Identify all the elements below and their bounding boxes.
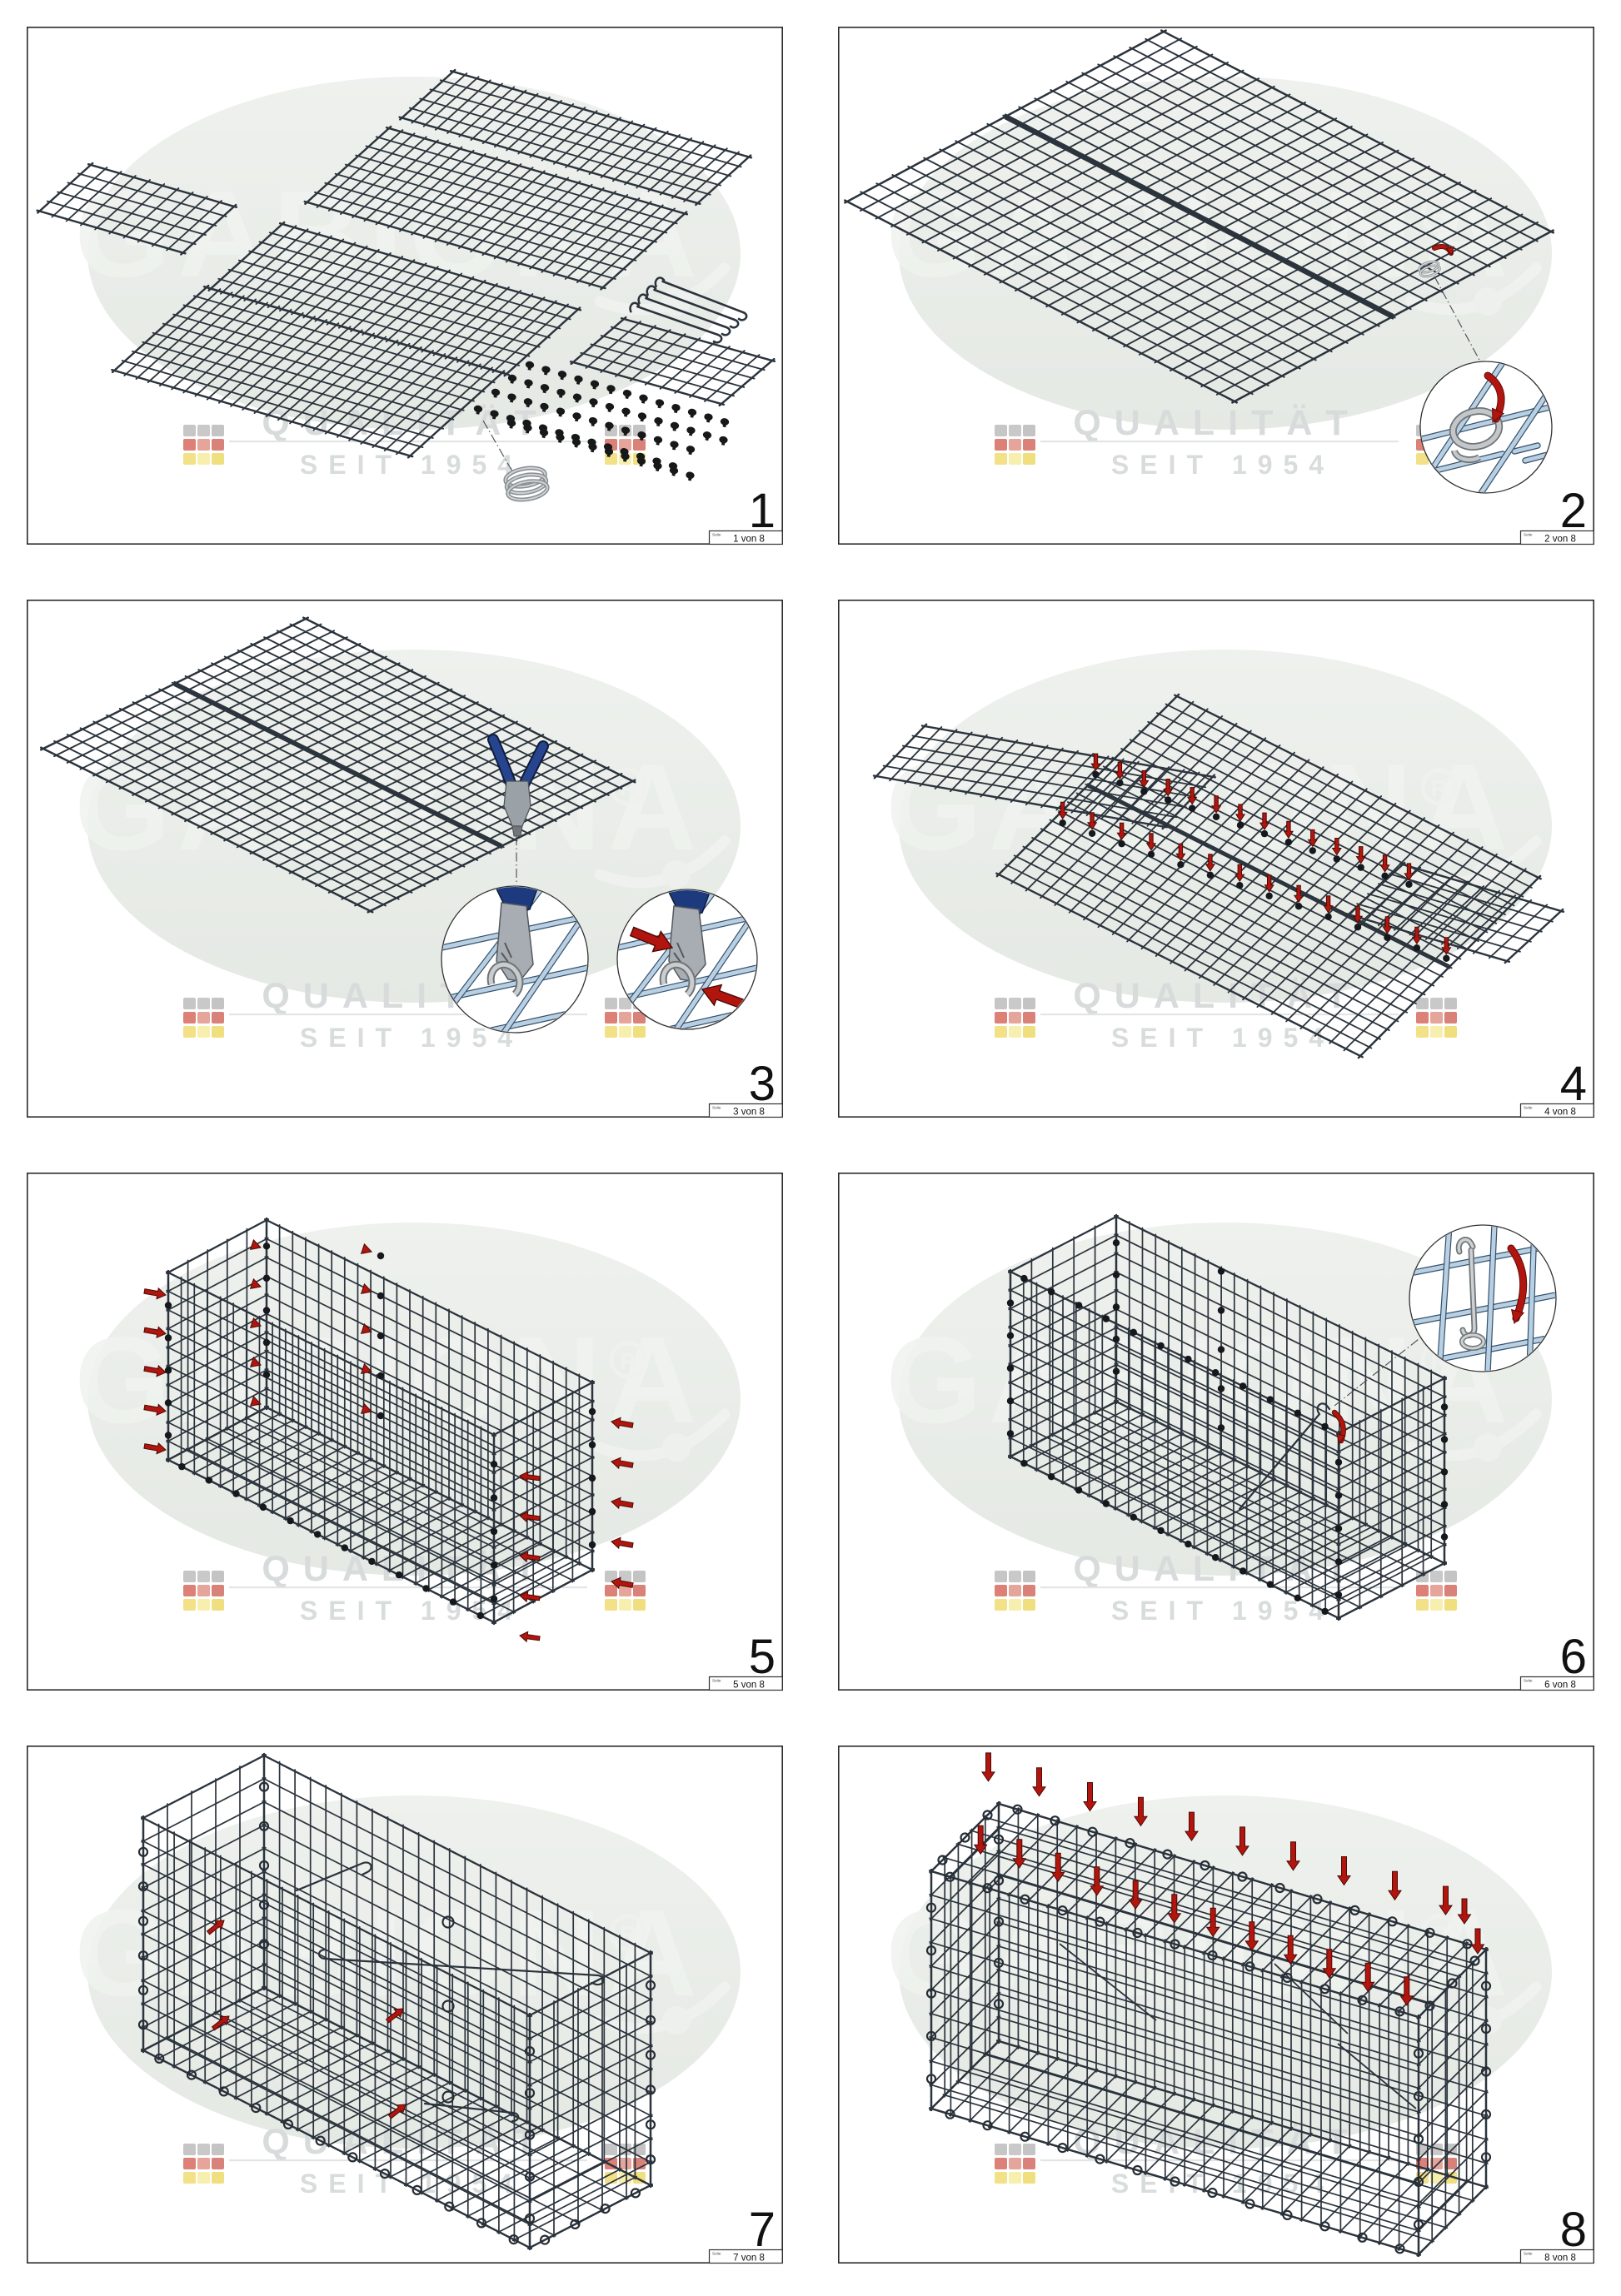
svg-text:3: 3 (749, 1057, 776, 1111)
svg-text:5: 5 (749, 1630, 776, 1684)
svg-text:Seite: Seite (1524, 533, 1533, 537)
svg-text:6: 6 (1560, 1630, 1587, 1684)
svg-text:SEIT 1954: SEIT 1954 (300, 1023, 523, 1053)
svg-text:SEIT 1954: SEIT 1954 (1111, 1023, 1334, 1053)
svg-text:2 von 8: 2 von 8 (1544, 534, 1576, 544)
svg-text:4: 4 (1560, 1057, 1587, 1111)
svg-text:1: 1 (749, 484, 776, 538)
svg-text:QUALITÄT: QUALITÄT (1073, 976, 1360, 1016)
svg-text:6 von 8: 6 von 8 (1544, 1680, 1576, 1690)
svg-text:8 von 8: 8 von 8 (1544, 2253, 1576, 2263)
svg-text:QUALITÄT: QUALITÄT (1073, 403, 1360, 443)
svg-text:R: R (620, 202, 636, 228)
svg-text:5 von 8: 5 von 8 (733, 1680, 765, 1690)
svg-text:7: 7 (749, 2203, 776, 2257)
svg-text:Seite: Seite (1524, 2252, 1533, 2256)
svg-text:Seite: Seite (1524, 1106, 1533, 1110)
svg-text:4 von 8: 4 von 8 (1544, 1107, 1576, 1117)
svg-text:Seite: Seite (712, 2252, 721, 2256)
svg-text:Seite: Seite (712, 533, 721, 537)
svg-text:R: R (620, 1348, 636, 1374)
svg-text:SEIT 1954: SEIT 1954 (300, 1596, 523, 1626)
svg-text:R: R (620, 1921, 636, 1947)
svg-text:R: R (1431, 775, 1448, 801)
svg-text:7 von 8: 7 von 8 (733, 2253, 765, 2263)
svg-text:8: 8 (1560, 2203, 1587, 2257)
svg-text:1 von 8: 1 von 8 (733, 534, 765, 544)
svg-text:Seite: Seite (1524, 1679, 1533, 1683)
svg-text:SEIT 1954: SEIT 1954 (1111, 1596, 1334, 1626)
svg-text:Seite: Seite (712, 1106, 721, 1110)
svg-text:2: 2 (1560, 484, 1587, 538)
svg-text:SEIT 1954: SEIT 1954 (1111, 450, 1334, 480)
svg-text:Seite: Seite (712, 1679, 721, 1683)
svg-text:3 von 8: 3 von 8 (733, 1107, 765, 1117)
svg-text:QUALITÄT: QUALITÄT (262, 1549, 549, 1589)
